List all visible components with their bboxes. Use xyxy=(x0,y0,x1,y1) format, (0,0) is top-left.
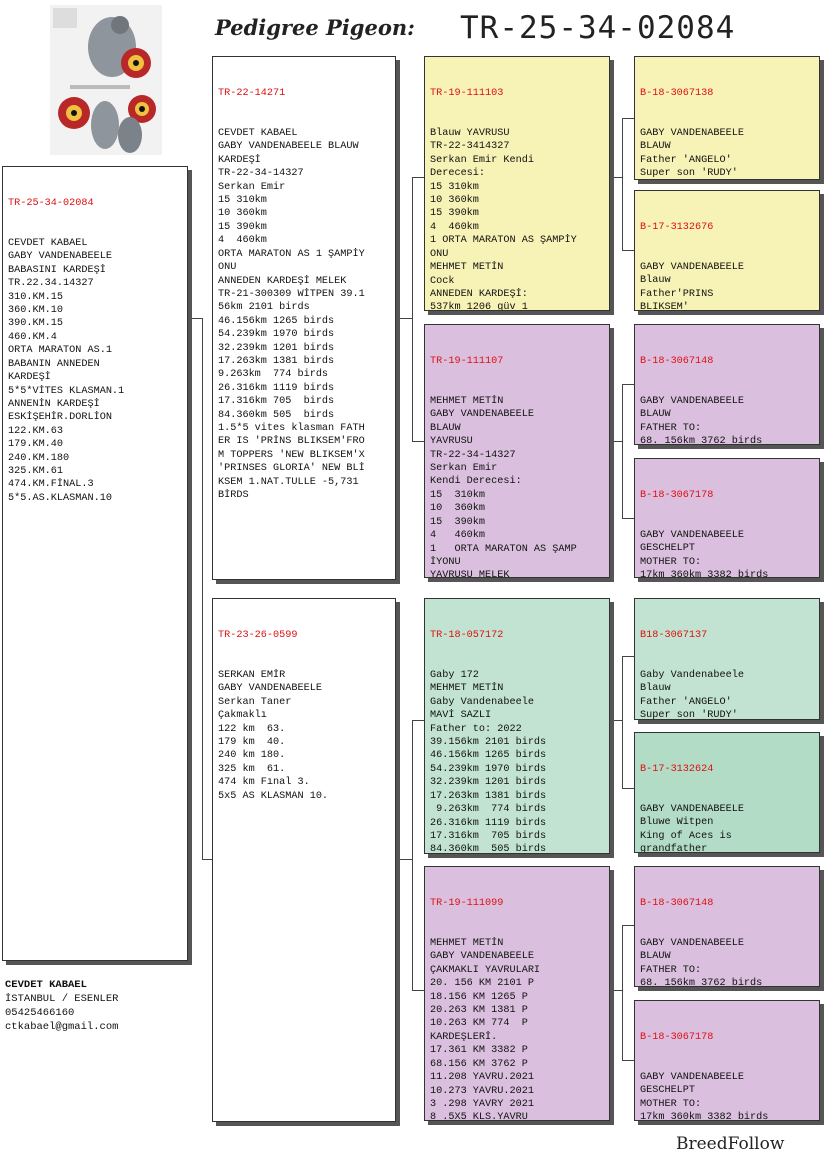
pigeon-card-sire: TR-22-14271 CEVDET KABAEL GABY VANDENABE… xyxy=(212,56,396,580)
connector-line xyxy=(412,720,424,721)
ring-id: B-18-3067138 xyxy=(640,87,714,99)
pigeon-card-ddd: B-18-3067178 GABY VANDENABEELE GESCHELPT… xyxy=(634,1000,820,1121)
pigeon-card-dam-sire: TR-18-057172 Gaby 172 MEHMET METİN Gaby … xyxy=(424,598,610,854)
ring-id: B-17-3132676 xyxy=(640,221,714,233)
pigeon-details: GABY VANDENABEELE BLAUW FATHER TO: 68. 1… xyxy=(640,938,763,987)
ring-id: TR-19-111103 xyxy=(430,87,504,99)
connector-line xyxy=(412,441,424,442)
pigeon-details: Gaby 172 MEHMET METİN Gaby Vandenabeele … xyxy=(430,670,547,854)
owner-name: CEVDET KABAEL xyxy=(5,979,87,991)
connector-line xyxy=(412,177,424,178)
connector-line xyxy=(412,720,413,990)
pigeon-card-sdd: B-18-3067178 GABY VANDENABEELE GESCHELPT… xyxy=(634,458,820,578)
pigeon-details: GABY VANDENABEELE BLAUW Father 'ANGELO' … xyxy=(640,128,744,180)
pigeon-card-sire-sire: TR-19-111103 Blauw YAVRUSU TR-22-3414327… xyxy=(424,56,610,311)
connector-line xyxy=(622,518,634,519)
ring-id: TR-22-14271 xyxy=(218,87,286,99)
pigeon-card-sss: B-18-3067138 GABY VANDENABEELE BLAUW Fat… xyxy=(634,56,820,180)
pigeon-details: GABY VANDENABEELE GESCHELPT MOTHER TO: 1… xyxy=(640,530,769,578)
connector-line xyxy=(622,656,634,657)
connector-line xyxy=(622,925,623,1060)
ring-id: B-18-3067148 xyxy=(640,897,714,909)
pigeon-details: Blauw YAVRUSU TR-22-3414327 Serkan Emir … xyxy=(430,128,577,311)
connector-line xyxy=(188,318,202,319)
connector-line xyxy=(412,177,413,441)
brand-footer: BreedFollow xyxy=(676,1134,785,1154)
connector-line xyxy=(622,384,623,518)
connector-line xyxy=(622,384,634,385)
owner-email: ctkabael@gmail.com xyxy=(5,1021,119,1033)
connector-line xyxy=(610,441,622,442)
pigeon-details: CEVDET KABAEL GABY VANDENABEELE BABASINI… xyxy=(8,238,125,504)
ring-number-heading: TR-25-34-02084 xyxy=(460,10,736,46)
ring-id: TR-19-111099 xyxy=(430,897,504,909)
ring-id: B-18-3067178 xyxy=(640,1031,714,1043)
pigeon-logo-image xyxy=(50,5,162,155)
connector-line xyxy=(610,990,622,991)
ring-id: B-17-3132624 xyxy=(640,763,714,775)
connector-line xyxy=(412,990,424,991)
pigeon-card-dam-dam: TR-19-111099 MEHMET METİN GABY VANDENABE… xyxy=(424,866,610,1121)
pigeon-card-dam: TR-23-26-0599 SERKAN EMİR GABY VANDENABE… xyxy=(212,598,396,1122)
ring-id: TR-19-111107 xyxy=(430,355,504,367)
ring-id: B-18-3067178 xyxy=(640,489,714,501)
connector-line xyxy=(622,118,623,250)
owner-phone: 05425466160 xyxy=(5,1007,75,1019)
connector-line xyxy=(202,859,214,860)
pigeon-details: SERKAN EMİR GABY VANDENABEELE Serkan Tan… xyxy=(218,670,329,802)
connector-line xyxy=(622,656,623,788)
pigeon-card-dss: B18-3067137 Gaby Vandenabeele Blauw Fath… xyxy=(634,598,820,720)
connector-line xyxy=(622,1060,634,1061)
pigeon-details: GABY VANDENABEELE GESCHELPT MOTHER TO: 1… xyxy=(640,1072,769,1121)
pigeon-details: MEHMET METİN GABY VANDENABEELE BLAUW YAV… xyxy=(430,396,577,578)
connector-line xyxy=(396,318,412,319)
pigeon-card-sire-dam: TR-19-111107 MEHMET METİN GABY VANDENABE… xyxy=(424,324,610,578)
pigeon-card-dds: B-18-3067148 GABY VANDENABEELE BLAUW FAT… xyxy=(634,866,820,987)
connector-line xyxy=(622,118,634,119)
ring-id: B18-3067137 xyxy=(640,629,708,641)
owner-city: İSTANBUL / ESENLER xyxy=(5,993,119,1005)
connector-line xyxy=(202,318,203,859)
pigeon-card-main: TR-25-34-02084 CEVDET KABAEL GABY VANDEN… xyxy=(2,166,188,961)
pigeon-details: MEHMET METİN GABY VANDENABEELE ÇAKMAKLI … xyxy=(430,938,541,1121)
connector-line xyxy=(396,859,412,860)
pigeon-card-sds: B-18-3067148 GABY VANDENABEELE BLAUW FAT… xyxy=(634,324,820,445)
connector-line xyxy=(622,925,634,926)
pigeon-details: GABY VANDENABEELE BLAUW FATHER TO: 68. 1… xyxy=(640,396,763,445)
connector-line xyxy=(610,177,622,178)
pigeon-details: GABY VANDENABEELE Bluwe Witpen King of A… xyxy=(640,804,744,853)
pigeon-card-ssd: B-17-3132676 GABY VANDENABEELE Blauw Fat… xyxy=(634,190,820,311)
connector-line xyxy=(622,250,634,251)
connector-line xyxy=(610,720,622,721)
pigeon-details: GABY VANDENABEELE Blauw Father'PRINS BLI… xyxy=(640,262,744,311)
pigeon-card-dsd: B-17-3132624 GABY VANDENABEELE Bluwe Wit… xyxy=(634,732,820,853)
page-title: Pedigree Pigeon: xyxy=(215,15,415,40)
ring-id: TR-23-26-0599 xyxy=(218,629,298,641)
pigeon-details: Gaby Vandenabeele Blauw Father 'ANGELO' … xyxy=(640,670,744,720)
connector-line xyxy=(622,788,634,789)
pigeon-details: CEVDET KABAEL GABY VANDENABEELE BLAUW KA… xyxy=(218,128,365,501)
ring-id: TR-25-34-02084 xyxy=(8,197,94,209)
ring-id: B-18-3067148 xyxy=(640,355,714,367)
owner-info: CEVDET KABAEL İSTANBUL / ESENLER 0542546… xyxy=(5,978,118,1034)
ring-id: TR-18-057172 xyxy=(430,629,504,641)
